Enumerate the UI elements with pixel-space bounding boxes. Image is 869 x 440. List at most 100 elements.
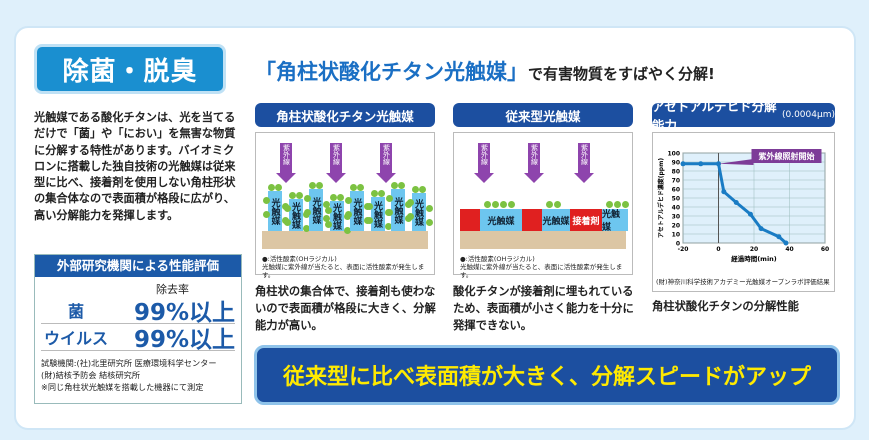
radical-dot bbox=[283, 205, 291, 212]
radical-dot bbox=[384, 223, 392, 230]
panel-title-prism: 角柱状酸化チタン光触媒 bbox=[255, 103, 435, 127]
radical-dot bbox=[411, 186, 419, 193]
prism-diagram: ●:活性酸素(OHラジカル)光触媒に紫外線が当たると、表面に活性酸素が発生します… bbox=[255, 132, 435, 279]
catalyst-layer: 光触媒 bbox=[602, 209, 628, 233]
radical-dot bbox=[365, 203, 373, 210]
data-point bbox=[776, 234, 782, 240]
radical-dot bbox=[386, 195, 393, 202]
headline: 「角柱状酸化チタン光触媒」で有害物質をすばやく分解! bbox=[255, 56, 715, 86]
x-tick-label: -20 bbox=[678, 246, 689, 253]
radical-dot bbox=[350, 184, 357, 191]
catalyst-pillar: 光触媒 bbox=[350, 191, 364, 231]
radical-dot bbox=[283, 219, 291, 226]
y-tick-label: 40 bbox=[672, 205, 680, 212]
radical-dot bbox=[336, 194, 344, 201]
note: ※同じ角柱状光触媒を搭載した機器にて測定 bbox=[41, 382, 204, 392]
catalyst-layer: 光触媒 bbox=[480, 209, 522, 231]
radical-dot bbox=[386, 209, 393, 216]
legend: ●:活性酸素(OHラジカル)光触媒に紫外線が当たると、表面に活性酸素が発生します… bbox=[262, 255, 434, 279]
radical-dot bbox=[425, 219, 433, 226]
legend: ●:活性酸素(OHラジカル)光触媒に紫外線が当たると、表面に活性酸素が発生します… bbox=[460, 255, 632, 279]
uv-label: 紫外線 bbox=[578, 143, 590, 173]
intro-text: 光触媒である酸化チタンは、光を当てるだけで「菌」や「におい」を無害な物質に分解す… bbox=[34, 111, 236, 222]
radical-dot bbox=[500, 201, 507, 208]
uv-label: 紫外線 bbox=[280, 143, 292, 173]
substrate bbox=[460, 231, 626, 249]
radical-dot bbox=[329, 194, 337, 201]
note: (財)結核予防会 結核研究所 bbox=[41, 370, 141, 380]
radical-dot bbox=[418, 186, 426, 193]
radical-dot bbox=[324, 221, 332, 228]
panel-title-conventional: 従来型光触媒 bbox=[453, 103, 633, 127]
y-tick-label: 10 bbox=[672, 232, 680, 239]
radical-dot bbox=[268, 184, 275, 191]
data-point bbox=[758, 226, 764, 232]
legend-title: ●:活性酸素(OHラジカル) bbox=[262, 255, 337, 263]
catalyst-pillar: 光触媒 bbox=[370, 197, 385, 231]
radical-dot bbox=[614, 201, 621, 208]
chart-caption: 角柱状酸化チタンの分解性能 bbox=[652, 300, 799, 313]
uv-arrow-icon: 紫外線 bbox=[326, 143, 346, 183]
radical-dot bbox=[406, 213, 414, 220]
radical-dot bbox=[288, 192, 296, 199]
row-value: 99%以上 bbox=[133, 300, 235, 326]
uv-arrow-icon: 紫外線 bbox=[574, 143, 594, 183]
catalyst-pillar: 光触媒 bbox=[391, 189, 405, 231]
panel-title-chart: アセトアルデヒド分解能力 (0.0004μm) bbox=[652, 99, 835, 133]
substrate bbox=[262, 231, 428, 249]
catalyst-pillar: 光触媒 bbox=[329, 201, 344, 231]
uv-label: 紫外線 bbox=[478, 143, 490, 173]
y-tick-label: 20 bbox=[672, 223, 680, 230]
radical-dot bbox=[302, 225, 310, 232]
radical-dot bbox=[406, 199, 414, 206]
catalyst-pillar: 光触媒 bbox=[268, 191, 282, 231]
uv-arrow-icon: 紫外線 bbox=[524, 143, 544, 183]
radical-dot bbox=[546, 201, 553, 208]
radical-dot bbox=[275, 184, 282, 191]
evaluation-column: 除去率 bbox=[156, 283, 189, 296]
radical-dot bbox=[391, 182, 398, 189]
annotation-pointer bbox=[718, 159, 754, 165]
data-point bbox=[733, 200, 739, 205]
uv-arrow-icon: 紫外線 bbox=[474, 143, 494, 183]
panel-caption: 角柱状の集合体で、接着剤も使わないので表面積が格段に大きく、分解能力が高い。 bbox=[255, 285, 436, 332]
radical-dot bbox=[554, 201, 561, 208]
row-value: 99%以上 bbox=[133, 327, 235, 353]
radical-dot bbox=[398, 182, 405, 189]
section-badge: 除菌・脱臭 bbox=[34, 44, 226, 94]
radical-dot bbox=[263, 211, 270, 218]
headline-rest: で有害物質をすばやく分解! bbox=[528, 65, 715, 83]
y-tick-label: 60 bbox=[672, 187, 680, 194]
y-axis-label: アセトアルデヒド濃度(ppm) bbox=[657, 158, 665, 238]
radical-dot bbox=[343, 227, 351, 234]
radical-dot bbox=[484, 201, 491, 208]
radical-dot bbox=[323, 201, 330, 208]
data-point bbox=[698, 161, 704, 167]
row-label: ウイルス bbox=[43, 329, 108, 348]
legend-desc: 光触媒に紫外線が当たると、表面に活性酸素が発生します。 bbox=[460, 263, 623, 279]
data-point bbox=[747, 211, 753, 217]
headline-emphasis: 「角柱状酸化チタン光触媒」 bbox=[255, 60, 528, 84]
uv-arrow-icon: 紫外線 bbox=[376, 143, 396, 183]
legend-title: ●:活性酸素(OHラジカル) bbox=[460, 255, 535, 263]
panel-caption: 酸化チタンが接着剤に埋もれているため、表面積が小さく能力を十分に発揮できない。 bbox=[453, 285, 634, 332]
radical-dot bbox=[622, 201, 629, 208]
x-tick-label: 40 bbox=[785, 246, 793, 253]
chart-source: (財)神奈川科学技術アカデミー光触媒オープンラボ評価結果 bbox=[656, 278, 830, 286]
annotation-box bbox=[751, 149, 822, 163]
y-tick-label: 30 bbox=[672, 214, 680, 221]
adhesive-block bbox=[460, 209, 480, 231]
legend-desc: 光触媒に紫外線が当たると、表面に活性酸素が発生します。 bbox=[262, 263, 425, 279]
chart-panel-unit: (0.0004μm) bbox=[781, 110, 835, 120]
data-point bbox=[721, 189, 727, 195]
radical-dot bbox=[316, 182, 323, 189]
catalyst-pillar: 光触媒 bbox=[411, 193, 426, 231]
y-tick-label: 90 bbox=[672, 160, 680, 167]
conventional-diagram: ●:活性酸素(OHラジカル)光触媒に紫外線が当たると、表面に活性酸素が発生します… bbox=[453, 132, 633, 279]
evaluation-title: 外部研究機関による性能評価 bbox=[35, 255, 241, 277]
chart-panel-title: アセトアルデヒド分解能力 bbox=[652, 99, 777, 133]
x-tick-label: 0 bbox=[716, 246, 720, 253]
radical-dot bbox=[324, 207, 332, 214]
